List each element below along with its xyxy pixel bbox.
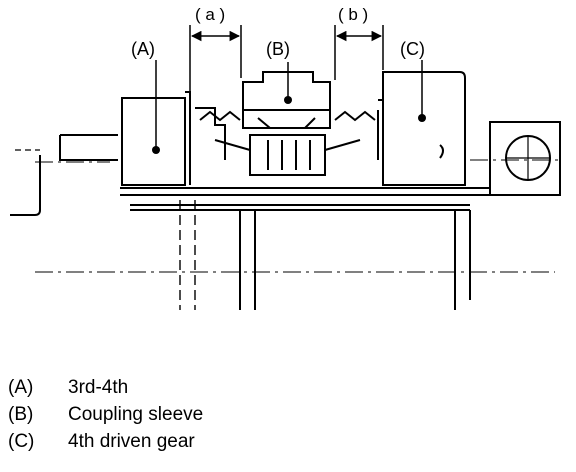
hub — [249, 134, 326, 176]
dimension-a-label: ( a ) — [195, 5, 225, 24]
synchro-teeth-left — [199, 110, 241, 122]
legend-text: 4th driven gear — [68, 431, 195, 452]
callout-c-label: (C) — [400, 39, 425, 59]
legend-text: Coupling sleeve — [68, 404, 204, 425]
synchro-teeth-right — [334, 110, 376, 122]
legend-key: (B) — [8, 404, 34, 425]
legend-key: (C) — [8, 431, 35, 452]
gear-a-body — [121, 97, 186, 186]
callout-b-label: (B) — [266, 39, 290, 59]
legend: (A) 3rd-4th (B) Coupling sleeve (C) 4th dri… — [8, 374, 568, 455]
gear-cross-section-diagram: ( a ) ( b ) (A) (B) (C) — [10, 5, 561, 310]
legend-item-b: (B) Coupling sleeve — [8, 401, 568, 428]
legend-item-c: (C) 4th driven gear — [8, 428, 568, 455]
legend-key: (A) — [8, 377, 34, 398]
legend-item-a: (A) 3rd-4th — [8, 374, 568, 401]
callout-a-label: (A) — [131, 39, 155, 59]
coupling-sleeve — [242, 71, 331, 111]
dimension-b-label: ( b ) — [338, 5, 368, 24]
right-bearing — [489, 121, 561, 196]
gear-c-body — [382, 71, 466, 186]
main-shaft — [120, 187, 490, 196]
legend-text: 3rd-4th — [68, 377, 129, 398]
left-shaft — [59, 135, 118, 161]
